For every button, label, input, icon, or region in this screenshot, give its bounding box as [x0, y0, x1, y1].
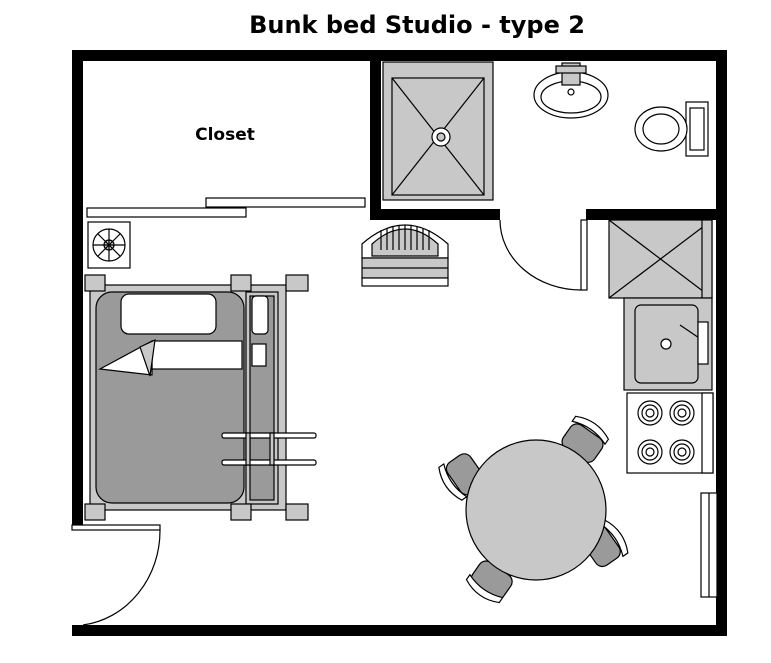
kitchen-counter — [608, 219, 714, 474]
wall-top — [72, 50, 727, 61]
closet-door-panel-1 — [86, 207, 247, 218]
bunk-bed-icon — [84, 274, 317, 521]
bathroom-walls — [370, 50, 727, 220]
bathroom-door — [499, 219, 588, 291]
bathroom-wall-bottom-left — [370, 209, 500, 220]
bathroom-wall-bottom-right — [586, 209, 727, 220]
wall-fan-icon — [87, 221, 131, 269]
plan-title: Bunk bed Studio - type 2 — [249, 11, 585, 39]
closet-label: Closet — [195, 125, 255, 145]
wall-bottom — [72, 625, 727, 636]
heater-icon — [361, 224, 449, 287]
toilet-icon — [634, 101, 709, 157]
bathroom-wall-left — [370, 50, 381, 220]
shower-icon — [382, 61, 494, 201]
closet-sliding-doors — [86, 197, 366, 218]
entrance-door — [71, 524, 161, 626]
dining-table-icon — [438, 415, 629, 604]
bathroom-sink-icon — [533, 62, 609, 119]
dining-table — [465, 439, 607, 581]
closet-door-panel-2 — [205, 197, 366, 208]
stove-icon — [626, 392, 714, 474]
wall-right-upper — [716, 50, 727, 218]
kitchen-sink-icon — [623, 297, 713, 391]
wall-left-upper — [72, 50, 83, 525]
window-icon — [700, 492, 718, 598]
wall-right-lower — [716, 218, 727, 636]
outer-walls — [72, 50, 727, 636]
